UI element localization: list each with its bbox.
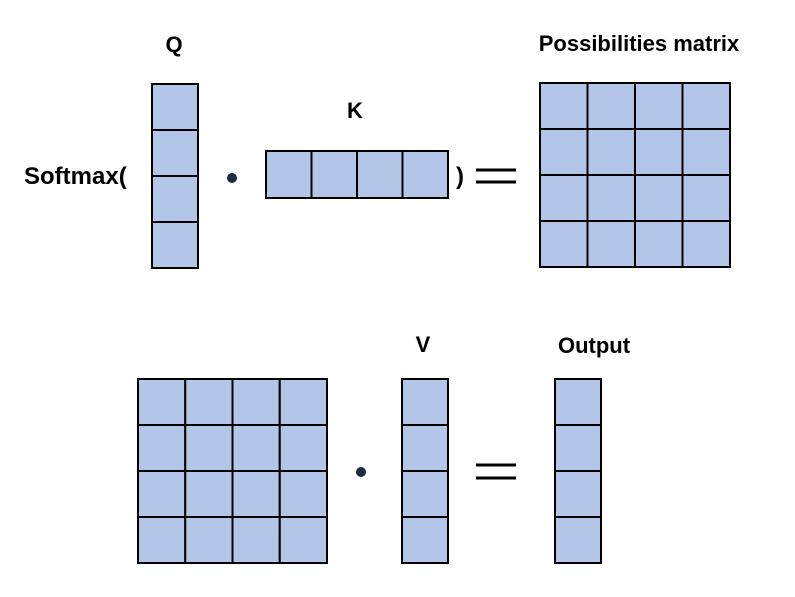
matrix-cell — [539, 82, 589, 130]
matrix-cell — [681, 128, 731, 176]
matrix-cell — [681, 220, 731, 268]
matrix-cell — [634, 128, 684, 176]
matrix-cell — [401, 470, 449, 518]
matrix-cell — [231, 470, 281, 518]
matrix-cell — [231, 516, 281, 564]
close-paren: ) — [456, 163, 464, 190]
matrix-cell — [539, 128, 589, 176]
dot-operator-2 — [356, 467, 366, 477]
matrix-cell — [231, 378, 281, 426]
matrix-cell — [278, 516, 328, 564]
q-label: Q — [165, 32, 182, 57]
matrix-cell — [137, 424, 187, 472]
matrix-cell — [586, 82, 636, 130]
probabilities-matrix — [539, 82, 731, 268]
matrix-cell — [586, 220, 636, 268]
matrix-cell — [401, 150, 449, 199]
output-matrix — [554, 378, 602, 564]
matrix-cell — [401, 424, 449, 472]
matrix-cell — [681, 82, 731, 130]
matrix-cell — [539, 174, 589, 222]
probabilities-label: Possibilities matrix — [539, 31, 740, 56]
v-label: V — [416, 332, 431, 357]
equals-operator-2 — [476, 463, 516, 480]
probabilities-matrix-copy — [137, 378, 328, 564]
matrix-cell — [586, 128, 636, 176]
equals-operator — [476, 168, 516, 184]
matrix-cell — [151, 129, 199, 177]
matrix-cell — [401, 516, 449, 564]
softmax-label: Softmax( — [24, 163, 127, 190]
matrix-cell — [278, 470, 328, 518]
matrix-cell — [634, 220, 684, 268]
matrix-cell — [231, 424, 281, 472]
matrix-cell — [151, 221, 199, 269]
matrix-cell — [356, 150, 404, 199]
matrix-cell — [586, 174, 636, 222]
matrix-cell — [137, 378, 187, 426]
matrix-cell — [278, 424, 328, 472]
matrix-cell — [265, 150, 313, 199]
k-label: K — [347, 98, 363, 123]
matrix-cell — [634, 82, 684, 130]
matrix-cell — [310, 150, 358, 199]
matrix-cell — [184, 378, 234, 426]
matrix-cell — [184, 516, 234, 564]
matrix-cell — [539, 220, 589, 268]
matrix-cell — [184, 424, 234, 472]
matrix-cell — [554, 378, 602, 426]
q-matrix — [151, 83, 199, 269]
matrix-cell — [137, 516, 187, 564]
matrix-cell — [151, 175, 199, 223]
v-matrix — [401, 378, 449, 564]
k-matrix — [265, 150, 449, 199]
matrix-cell — [634, 174, 684, 222]
matrix-cell — [554, 516, 602, 564]
matrix-cell — [554, 470, 602, 518]
output-label: Output — [558, 333, 631, 358]
matrix-cell — [681, 174, 731, 222]
matrix-cell — [401, 378, 449, 426]
matrix-cell — [151, 83, 199, 131]
matrix-cell — [554, 424, 602, 472]
matrix-cell — [278, 378, 328, 426]
matrix-cell — [184, 470, 234, 518]
dot-operator — [227, 173, 237, 183]
matrix-cell — [137, 470, 187, 518]
